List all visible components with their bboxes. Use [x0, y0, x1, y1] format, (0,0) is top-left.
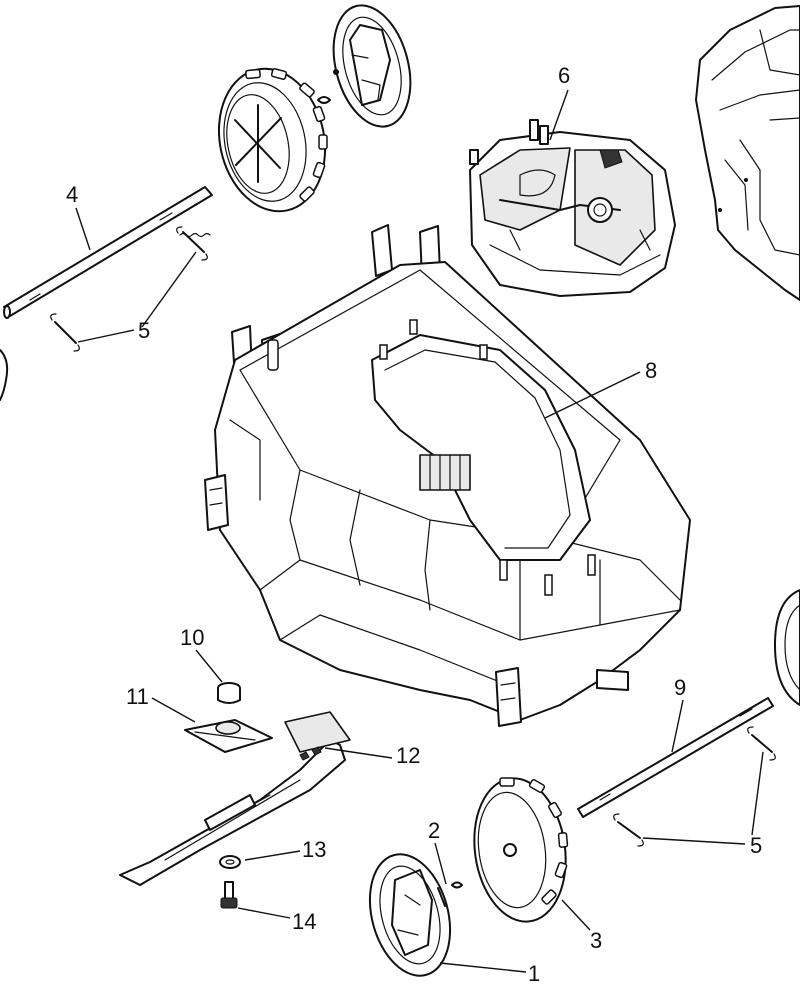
callout-5-lower: 5 [750, 833, 762, 858]
leader-3 [561, 899, 591, 931]
callout-4: 4 [66, 182, 78, 207]
leader-5a-lower [77, 329, 135, 343]
leader-12 [324, 747, 393, 759]
edge-wheel-right [774, 589, 800, 706]
leader-4 [75, 207, 91, 251]
callout-3: 3 [590, 928, 602, 953]
leader-5b-left [642, 837, 746, 845]
rear-wheel-upper [217, 67, 328, 213]
callout-2: 2 [428, 818, 440, 843]
leader-14 [237, 907, 291, 919]
callout-8: 8 [645, 358, 657, 383]
blade-adapter [184, 719, 273, 753]
edge-wheel-left [0, 349, 9, 401]
leader-9 [671, 699, 684, 753]
motor-assembly [469, 119, 676, 297]
front-wheel [473, 777, 569, 923]
blade [119, 711, 351, 886]
spacer-bushing [217, 682, 241, 704]
callout-9: 9 [674, 675, 686, 700]
spring-upper-left [50, 313, 80, 352]
leader-6 [549, 89, 569, 141]
rear-axle [3, 186, 213, 319]
leader-10 [195, 649, 223, 683]
callout-11: 11 [126, 684, 149, 709]
blade-bolt [220, 881, 238, 909]
callout-10: 10 [180, 625, 204, 650]
leader-5b-right [751, 751, 764, 836]
leader-13 [244, 850, 301, 861]
leader-2 [434, 842, 447, 885]
leader-8 [544, 371, 641, 419]
leader-lines [75, 89, 764, 973]
leader-5a-upper [141, 251, 197, 328]
callout-1: 1 [528, 961, 540, 986]
leader-1 [439, 962, 527, 973]
mower-deck [204, 224, 691, 727]
callout-12: 12 [396, 743, 420, 768]
callout-5-upper: 5 [138, 318, 150, 343]
spring-upper-right [176, 226, 211, 261]
washer [219, 855, 241, 869]
retaining-clip [451, 881, 463, 889]
hub-cap-lower [368, 853, 452, 977]
hub-cap-upper [317, 4, 412, 128]
front-axle [577, 697, 774, 818]
callout-13: 13 [302, 837, 326, 862]
callout-6: 6 [558, 63, 570, 88]
callout-14: 14 [292, 909, 316, 934]
leader-11 [151, 697, 196, 723]
callout-labels: 6 4 5 8 9 10 11 12 13 14 2 3 1 5 [66, 63, 762, 986]
spring-lower-right [747, 726, 776, 761]
grass-catcher [695, 5, 800, 301]
spring-lower-left [613, 813, 644, 847]
